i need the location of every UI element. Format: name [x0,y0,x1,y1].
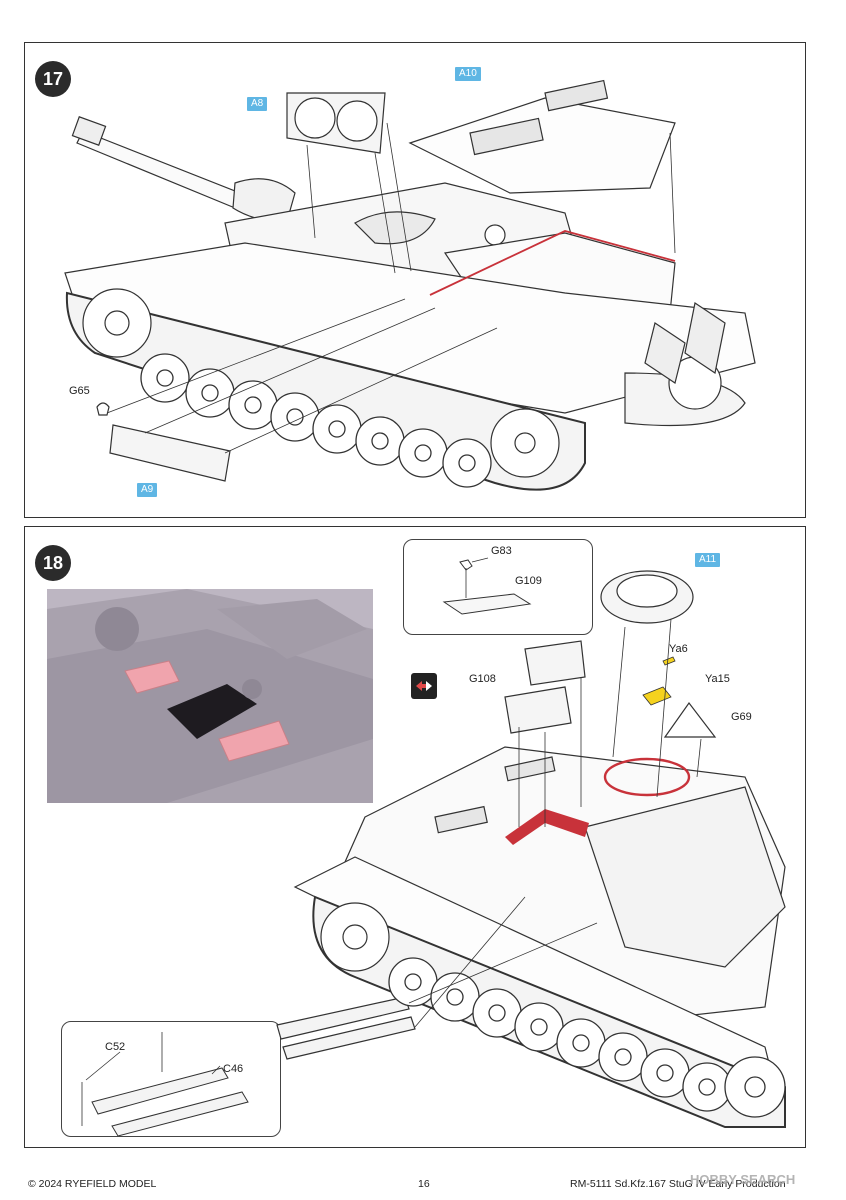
product-code: RM-5111 Sd.Kfz.167 StuG IV Early Product… [570,1178,786,1190]
part-label-ya15: Ya15 [705,673,730,685]
part-label-g65: G65 [69,385,90,397]
part-label-g109: G109 [515,575,542,587]
step-18-drawing [276,570,786,1129]
step-number-badge: 17 [35,61,71,97]
part-label-g69: G69 [731,711,752,723]
step-17-drawing [64,79,756,491]
watermark-text: HOBBY SEARCH [690,1172,796,1187]
detail-inset-tracks [61,1021,281,1137]
detail-inset-hatch [403,539,593,635]
part-label-ya6: Ya6 [669,643,688,655]
turn-over-icon [411,673,437,699]
hatch-parts-drawing [442,557,532,615]
page-number: 16 [418,1178,430,1190]
part-tag-a11: A11 [695,553,721,567]
road-wheels [140,353,492,488]
part-label-g83: G83 [491,545,512,557]
track-links-drawing [81,1032,249,1137]
reference-photo [47,589,373,803]
step-number-badge: 18 [35,545,71,581]
part-label-c46: C46 [223,1063,244,1075]
road-wheels [388,957,786,1118]
copyright-text: © 2024 RYEFIELD MODEL [28,1178,157,1190]
part-tag-a9: A9 [137,483,158,497]
photo-drawing [47,589,373,803]
step-17-panel: 17 A8 A10 A9 G65 [24,42,806,518]
part-label-g108: G108 [469,673,496,685]
step-18-panel: 18 G83 G109 [24,526,806,1148]
part-label-c52: C52 [105,1041,126,1053]
part-tag-a8: A8 [247,97,268,111]
part-tag-a10: A10 [455,67,481,81]
